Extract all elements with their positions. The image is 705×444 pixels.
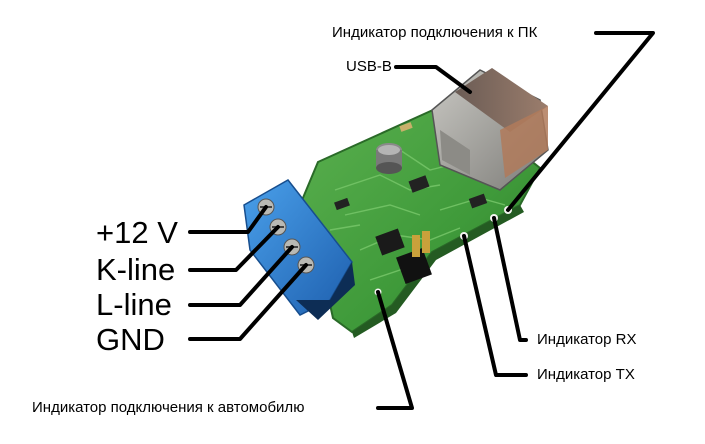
ic-chip-main: [375, 228, 405, 256]
label-lline: L-line: [96, 287, 172, 322]
label-tx-indicator: Индикатор TX: [537, 366, 635, 383]
label-car-indicator: Индикатор подключения к автомобилю: [32, 399, 305, 416]
leader-rx: [492, 216, 528, 342]
ic-chip-top: [408, 175, 430, 193]
leader-kline: [188, 225, 280, 272]
label-pc-indicator: Индикатор подключения к ПК: [332, 24, 538, 41]
usb-b-connector: [431, 68, 549, 191]
leader-gnd: [188, 263, 308, 341]
label-kline: K-line: [96, 252, 176, 287]
label-power: +12 V: [96, 215, 178, 250]
label-gnd: GND: [96, 322, 165, 357]
leader-power: [188, 205, 268, 234]
ic-chip-small: [334, 197, 350, 211]
leader-lines: [188, 31, 655, 410]
pcb-edge: [352, 205, 524, 338]
label-rx-indicator: Индикатор RX: [537, 331, 637, 348]
ic-chip-right: [468, 193, 488, 209]
smd-resistor: [399, 122, 413, 132]
leader-tx: [462, 234, 528, 377]
leader-lline: [188, 245, 294, 307]
leader-pc: [506, 31, 655, 212]
pin-header: [396, 231, 432, 284]
terminal-block: [243, 179, 355, 320]
leader-car: [376, 290, 414, 410]
capacitor: [376, 143, 402, 174]
leader-usb: [394, 65, 472, 94]
label-usb-b: USB-B: [346, 58, 392, 75]
